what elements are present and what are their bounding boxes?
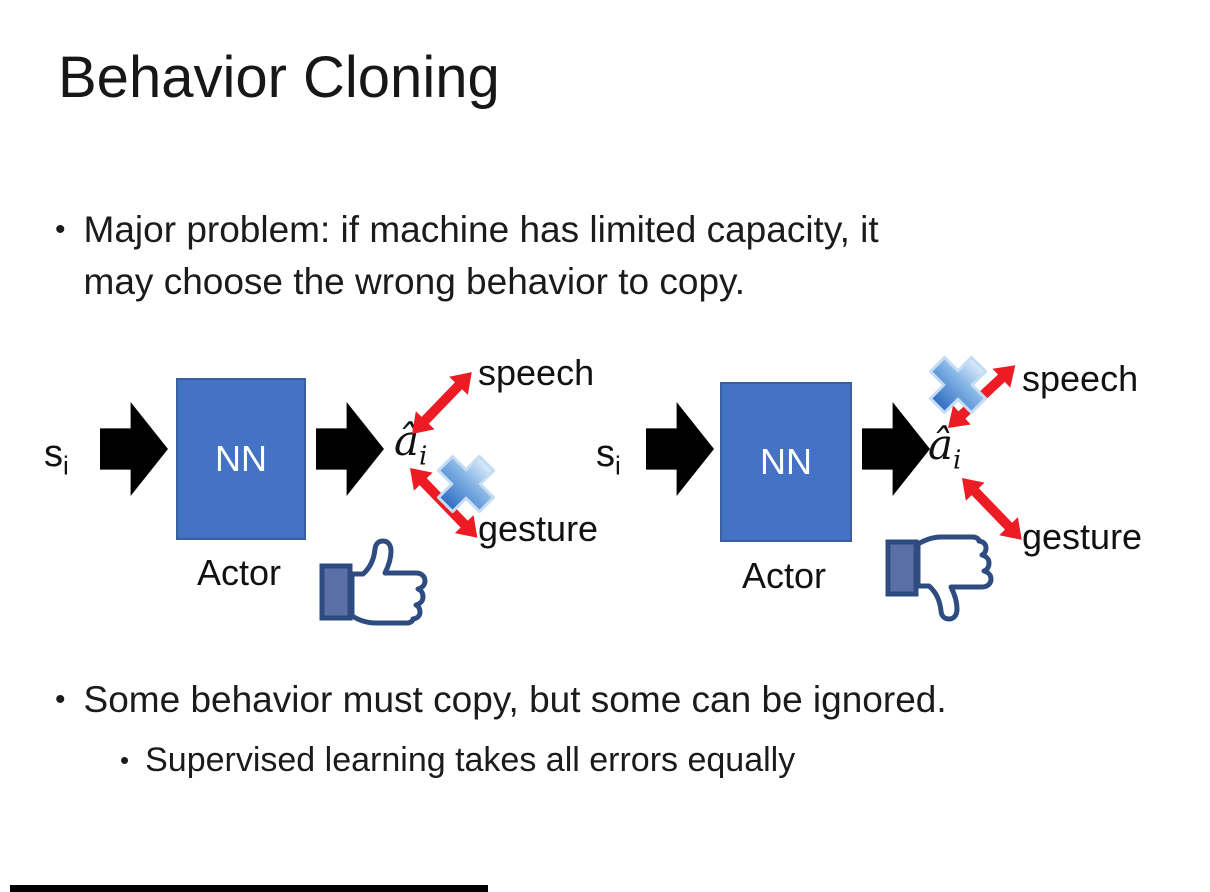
output-arrow-icon [316, 402, 384, 496]
input-arrow-icon [100, 402, 168, 496]
nn-box: NN [720, 382, 852, 542]
input-arrow-icon [646, 402, 714, 496]
gesture-relation-arrow-icon [410, 468, 478, 538]
action-symbol: â [928, 420, 954, 469]
nn-box: NN [176, 378, 306, 540]
bullet-major-problem-text: Major problem: if machine has limited ca… [84, 204, 879, 308]
bullet-line-2: may choose the wrong behavior to copy. [83, 261, 746, 302]
bullet-major-problem: • Major problem: if machine has limited … [55, 204, 1135, 308]
state-subscript: i [63, 450, 69, 481]
bottom-partial-bar [10, 885, 488, 892]
state-subscript: i [615, 450, 621, 481]
nn-label: NN [215, 438, 267, 479]
thumbs-up-icon [319, 538, 428, 626]
output-action-label: âi [394, 416, 427, 471]
action-subscript: i [953, 445, 962, 476]
bullet-some-behavior-text: Some behavior must copy, but some can be… [83, 679, 947, 720]
action-subscript: i [419, 441, 428, 472]
output-action-label: âi [928, 420, 961, 475]
gesture-relation-arrow-icon [962, 478, 1022, 540]
actor-label: Actor [742, 555, 827, 596]
bullet-some-behavior: • Some behavior must copy, but some can … [55, 674, 1175, 726]
bullet-supervised-learning: • Supervised learning takes all errors e… [120, 736, 1120, 784]
gesture-label: gesture [478, 508, 599, 549]
nn-label: NN [760, 441, 812, 482]
bullet-supervised-learning-text: Supervised learning takes all errors equ… [145, 741, 796, 779]
thumbs-down-icon [885, 534, 994, 622]
diagram-actor-right: si NN Actor âi [590, 340, 1210, 640]
action-symbol: â [394, 416, 420, 465]
bullet-line-1: Major problem: if machine has limited ca… [83, 209, 879, 250]
speech-label: speech [1022, 358, 1139, 399]
cross-out-icon [928, 355, 988, 415]
bullet-dot: • [120, 745, 130, 775]
bullet-dot: • [55, 213, 66, 246]
bullet-dot: • [55, 683, 66, 716]
speech-label: speech [478, 352, 595, 393]
state-symbol: s [596, 433, 615, 475]
input-state-label: si [596, 433, 621, 482]
actor-label: Actor [197, 552, 282, 593]
input-state-label: si [44, 433, 69, 482]
page-title: Behavior Cloning [58, 45, 500, 110]
gesture-label: gesture [1022, 516, 1143, 557]
output-arrow-icon [862, 402, 930, 496]
diagram-actor-left: si NN Actor âi [0, 340, 620, 640]
state-symbol: s [44, 433, 63, 475]
